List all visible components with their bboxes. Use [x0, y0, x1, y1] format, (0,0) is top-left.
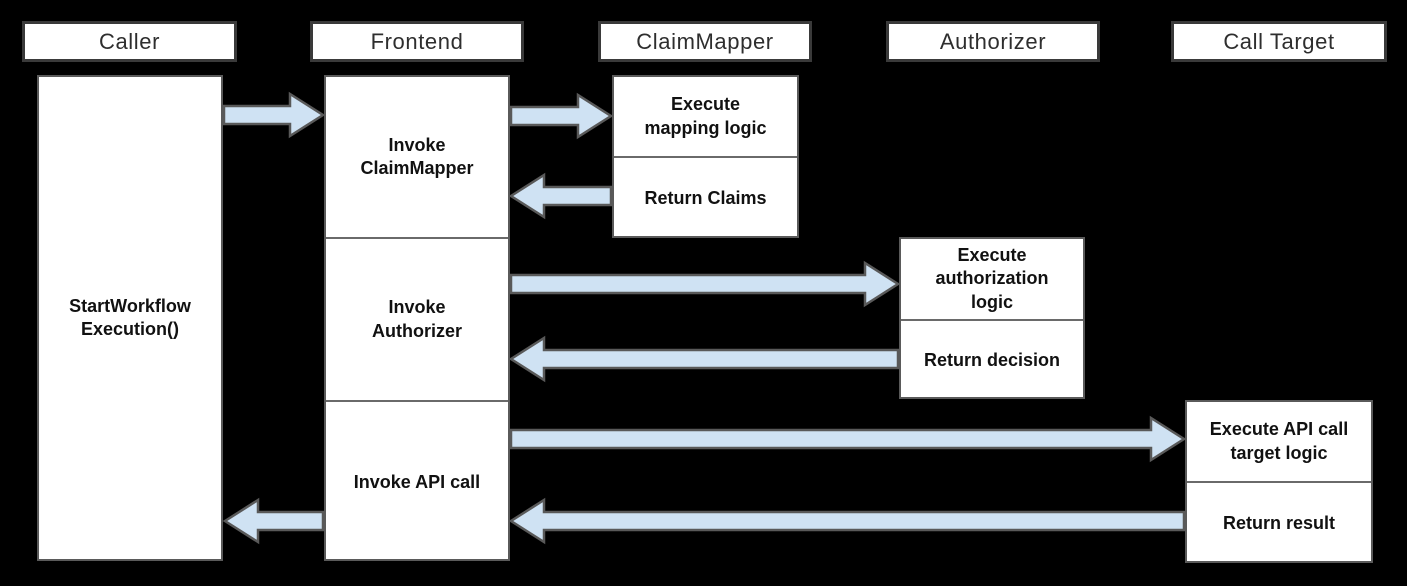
step-execute-mapping-logic-label: Execute mapping logic: [644, 94, 767, 138]
activity-box-authorizer: Execute authorization logic Return decis…: [899, 237, 1085, 399]
step-execute-authorization-logic: Execute authorization logic: [901, 239, 1083, 319]
activity-box-claimmapper: Execute mapping logic Return Claims: [612, 75, 799, 238]
step-return-decision-label: Return decision: [923, 350, 1061, 371]
step-invoke-api-call: Invoke API call: [326, 400, 508, 563]
arrow-frontend-to-call-target-icon: [509, 415, 1187, 463]
step-execute-api-call-target-logic-label: Execute API call target logic: [1209, 419, 1349, 463]
step-execute-api-call-target-logic: Execute API call target logic: [1187, 402, 1371, 481]
lane-header-claimmapper-label: ClaimMapper: [636, 28, 774, 54]
lane-header-frontend-label: Frontend: [370, 28, 464, 54]
step-return-claims: Return Claims: [614, 156, 797, 240]
lane-header-authorizer-label: Authorizer: [939, 28, 1047, 54]
step-execute-authorization-logic-label: Execute authorization logic: [935, 245, 1049, 312]
lane-header-caller: Caller: [22, 21, 237, 62]
step-return-decision: Return decision: [901, 319, 1083, 401]
lane-header-call-target-label: Call Target: [1223, 28, 1335, 54]
step-invoke-api-call-label: Invoke API call: [353, 471, 481, 492]
step-invoke-claimmapper: Invoke ClaimMapper: [326, 77, 508, 237]
step-invoke-authorizer-label: Invoke Authorizer: [372, 297, 462, 341]
step-return-result: Return result: [1187, 481, 1371, 565]
step-invoke-claimmapper-label: Invoke ClaimMapper: [360, 134, 474, 178]
arrow-return-decision-to-frontend-icon: [508, 335, 900, 383]
step-return-claims-label: Return Claims: [644, 188, 767, 209]
lane-header-frontend: Frontend: [310, 21, 524, 62]
arrow-frontend-return-to-caller-icon: [222, 497, 325, 545]
activity-box-frontend: Invoke ClaimMapper Invoke Authorizer Inv…: [324, 75, 510, 561]
activity-box-call-target: Execute API call target logic Return res…: [1185, 400, 1373, 563]
lane-header-authorizer: Authorizer: [886, 21, 1100, 62]
lane-header-call-target: Call Target: [1171, 21, 1387, 62]
arrow-frontend-to-claimmapper-icon: [509, 92, 614, 140]
arrow-return-claims-to-frontend-icon: [508, 172, 613, 220]
step-return-result-label: Return result: [1222, 513, 1336, 534]
lane-header-caller-label: Caller: [98, 28, 161, 54]
step-execute-mapping-logic: Execute mapping logic: [614, 77, 797, 156]
activity-box-caller: StartWorkflow Execution(): [37, 75, 223, 561]
arrow-return-result-to-frontend-icon: [508, 497, 1186, 545]
arrow-caller-to-frontend-icon: [222, 91, 326, 139]
step-invoke-authorizer: Invoke Authorizer: [326, 237, 508, 400]
lane-header-claimmapper: ClaimMapper: [598, 21, 812, 62]
step-start-workflow-execution: StartWorkflow Execution(): [39, 77, 221, 559]
arrow-frontend-to-authorizer-icon: [509, 260, 901, 308]
step-start-workflow-execution-label: StartWorkflow Execution(): [69, 295, 191, 339]
